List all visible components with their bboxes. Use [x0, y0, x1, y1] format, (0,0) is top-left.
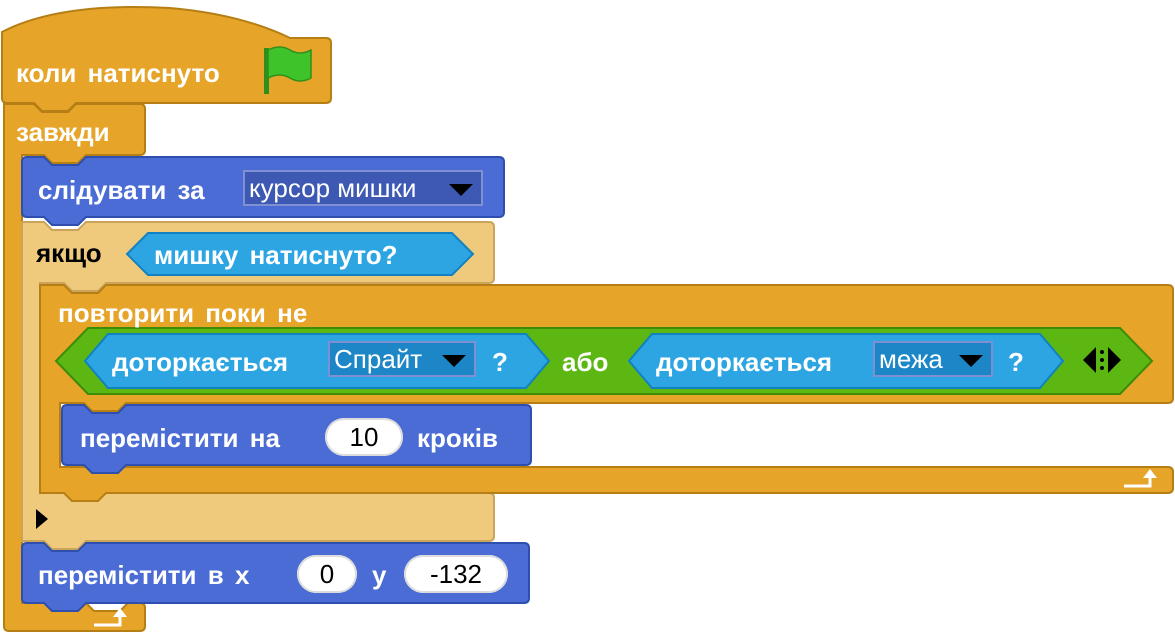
follow-label: слідувати за — [38, 175, 205, 205]
loop-arrow-icon — [94, 608, 127, 627]
loop-arrow-icon — [1124, 469, 1157, 488]
touching-sprite-question: ? — [492, 347, 508, 377]
touching-sprite-label: доторкається — [112, 347, 289, 377]
move-unit-label: кроків — [417, 423, 498, 453]
mouse-down-label: мишку натиснуто? — [154, 240, 398, 270]
green-flag-icon — [264, 46, 312, 94]
goto-x-input[interactable]: 0 — [297, 555, 357, 593]
goto-y-input[interactable]: -132 — [404, 555, 508, 593]
if-label: якщо — [36, 238, 102, 268]
follow-target-value: курсор мишки — [249, 173, 417, 203]
left-right-arrows-icon[interactable] — [1083, 347, 1121, 373]
touching-edge-label: доторкається — [656, 347, 833, 377]
goto-block[interactable] — [21, 542, 530, 612]
mouse-down-block[interactable] — [125, 232, 475, 276]
move-label: перемістити на — [80, 423, 280, 453]
hat-block[interactable] — [1, 6, 332, 112]
edge-dropdown-value: межа — [879, 344, 943, 374]
dropdown-arrow-icon — [959, 355, 983, 367]
sprite-dropdown[interactable]: Спрайт — [328, 341, 476, 377]
edge-dropdown[interactable]: межа — [873, 341, 993, 377]
goto-label: перемістити в х — [38, 560, 250, 590]
or-label: або — [562, 347, 609, 377]
move-block[interactable] — [61, 404, 532, 474]
dropdown-arrow-icon — [449, 184, 473, 196]
follow-target-dropdown[interactable]: курсор мишки — [243, 170, 483, 206]
expand-triangle-icon[interactable] — [36, 509, 48, 529]
touching-edge-question: ? — [1008, 347, 1024, 377]
forever-label: завжди — [16, 117, 110, 147]
move-steps-input[interactable]: 10 — [325, 418, 403, 456]
hat-label: коли натиснуто — [16, 58, 220, 88]
goto-y-label: у — [372, 560, 387, 590]
dropdown-arrow-icon — [442, 355, 466, 367]
sprite-dropdown-value: Спрайт — [334, 344, 423, 374]
repeat-until-label: повторити поки не — [58, 298, 308, 328]
